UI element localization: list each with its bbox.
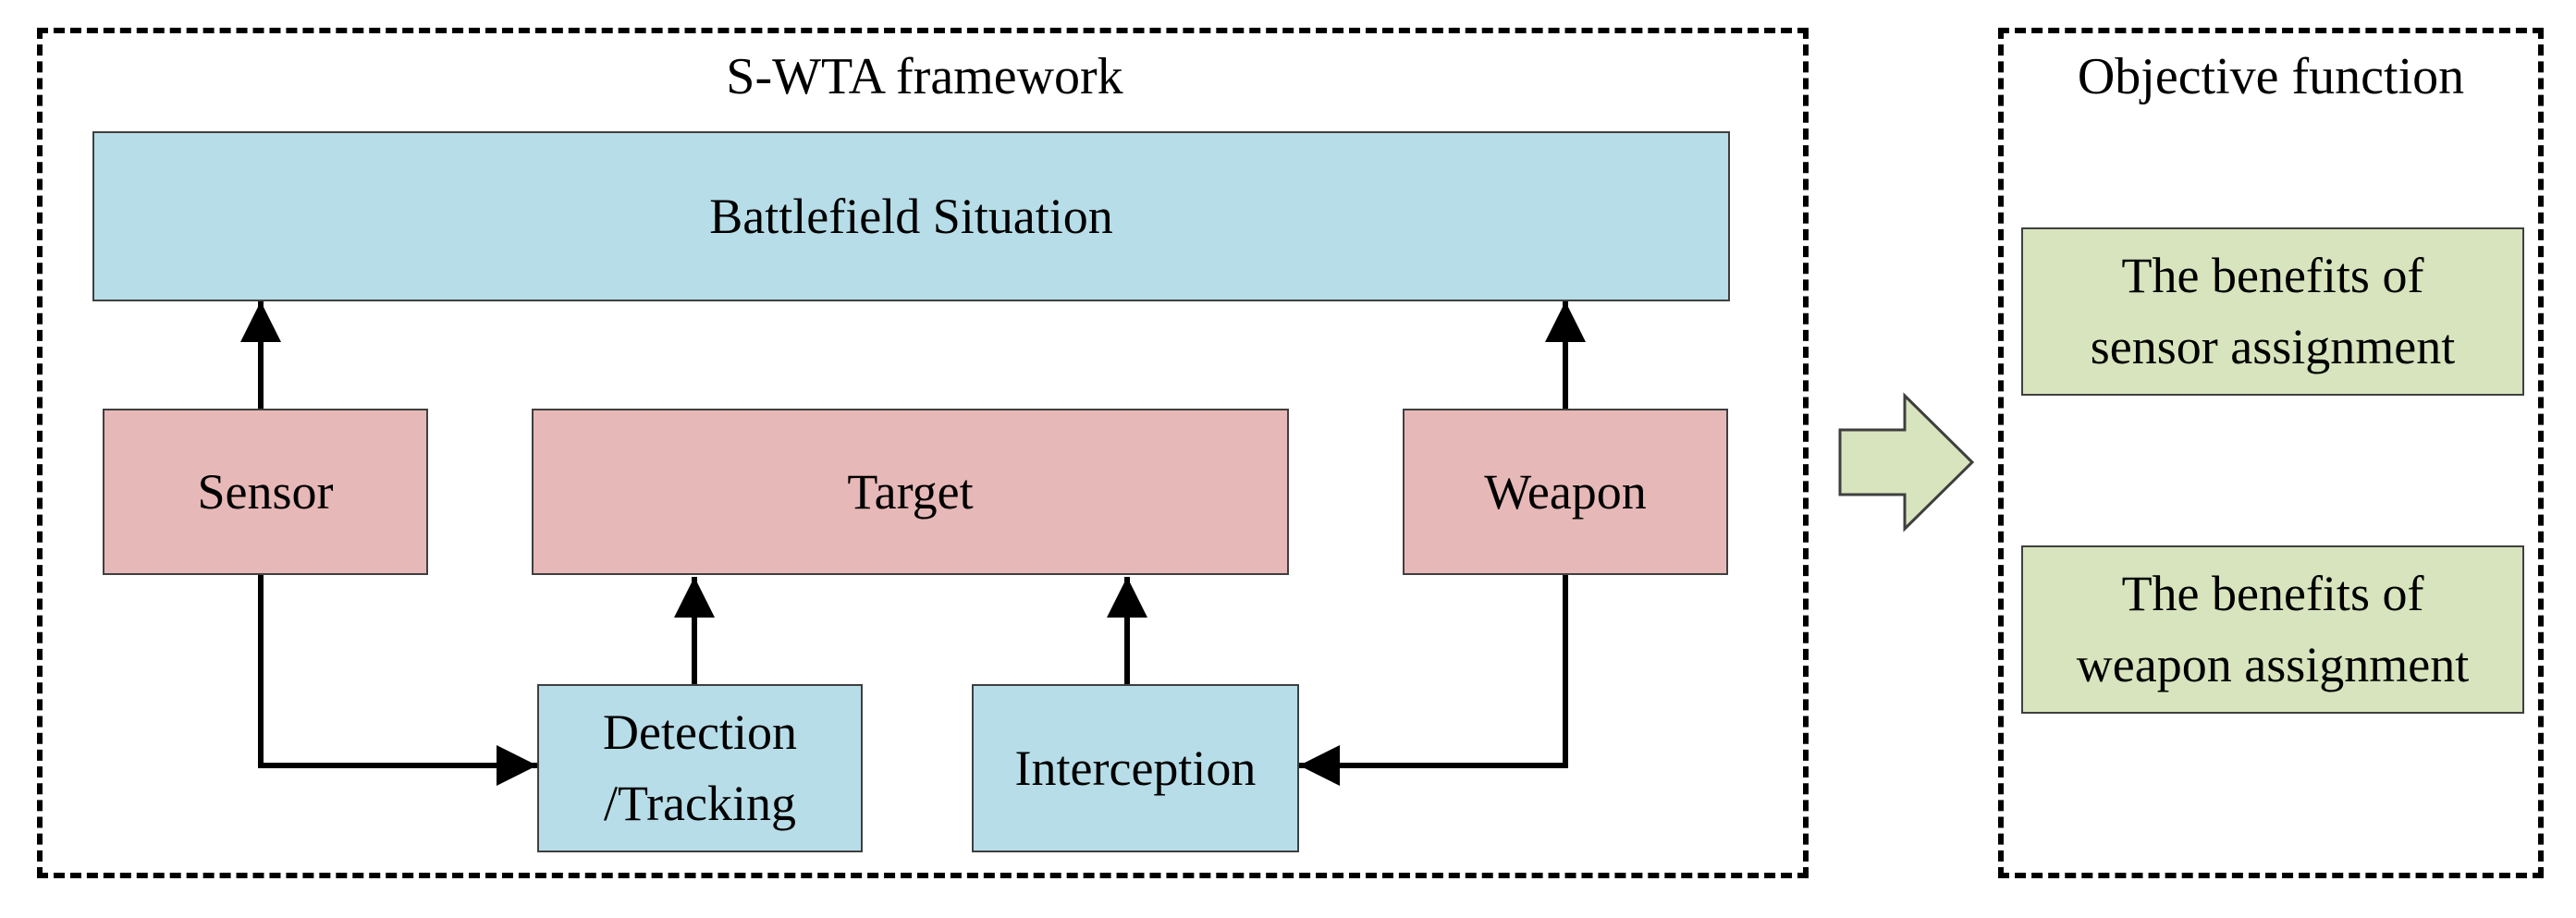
interception-label: Interception bbox=[1014, 740, 1257, 796]
block-arrow-icon bbox=[1838, 392, 1975, 532]
sensor-benefit-line2: sensor assignment bbox=[2090, 319, 2456, 374]
framework-frame bbox=[37, 28, 1809, 878]
detection-tracking-box: Detection /Tracking bbox=[537, 684, 863, 852]
battlefield-situation-label: Battlefield Situation bbox=[709, 188, 1113, 244]
arrow-weapon-to-interception bbox=[1299, 575, 1568, 786]
sensor-box: Sensor bbox=[103, 409, 428, 575]
weapon-label: Weapon bbox=[1484, 463, 1647, 520]
arrow-sensor-to-detection bbox=[258, 575, 537, 786]
weapon-benefit-line1: The benefits of bbox=[2121, 566, 2424, 622]
tracking-label: /Tracking bbox=[603, 776, 796, 831]
weapon-benefit-line2: weapon assignment bbox=[2076, 637, 2470, 692]
sensor-benefit-box: The benefits of sensor assignment bbox=[2021, 227, 2524, 396]
weapon-box: Weapon bbox=[1403, 409, 1728, 575]
objective-title: Objective function bbox=[2077, 48, 2465, 105]
weapon-benefit-box: The benefits of weapon assignment bbox=[2021, 545, 2524, 714]
sensor-benefit-line1: The benefits of bbox=[2121, 248, 2424, 304]
target-label: Target bbox=[847, 463, 974, 520]
sensor-label: Sensor bbox=[197, 463, 334, 520]
objective-frame bbox=[1998, 28, 2544, 878]
framework-title: S-WTA framework bbox=[726, 48, 1123, 105]
detection-label: Detection bbox=[603, 704, 797, 761]
battlefield-situation-box: Battlefield Situation bbox=[92, 131, 1730, 301]
interception-box: Interception bbox=[972, 684, 1299, 852]
target-box: Target bbox=[532, 409, 1289, 575]
